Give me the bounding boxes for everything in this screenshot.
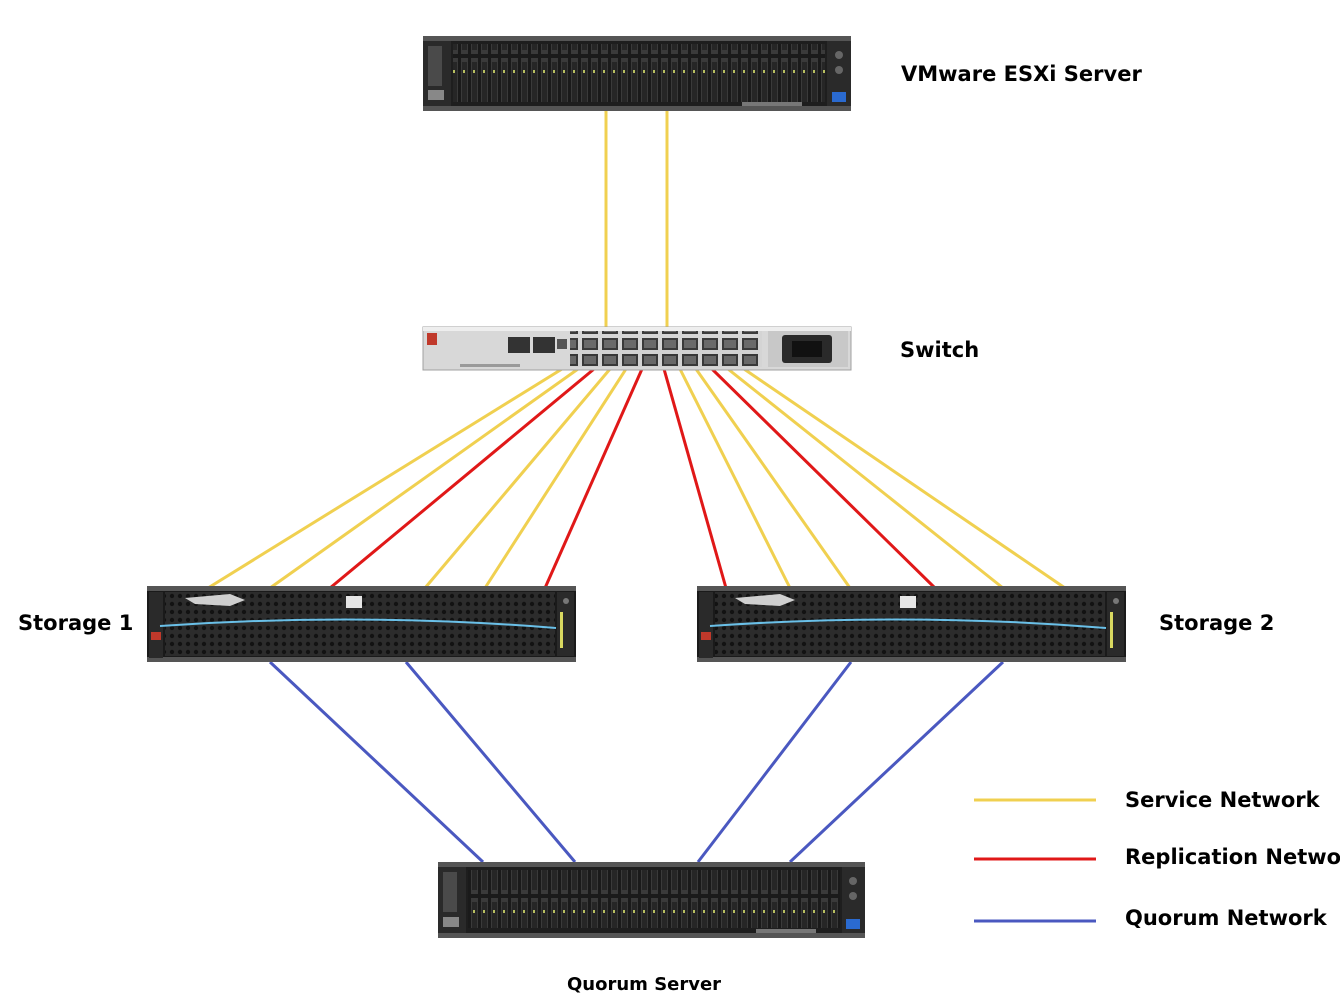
quorum-link [404,661,577,863]
replication-link [329,367,595,590]
service-link [423,368,612,589]
legend-item-quorum: Quorum Network [974,906,1328,930]
quorum-link [696,661,853,863]
esxi-switch-links [604,111,669,328]
service-link [269,367,579,590]
service-link [727,367,1004,590]
legend: Service Network Replication Network Quor… [974,788,1340,930]
quorum-server [438,862,865,938]
service-link [207,367,563,590]
quorum-link [268,660,485,864]
replication-link [543,368,644,589]
quorum-server-label: Quorum Server [567,974,721,995]
service-link [694,368,852,589]
service-link [483,368,628,589]
storage-2 [697,586,1126,662]
replication-link [710,367,937,590]
storage-1-label: Storage 1 [18,611,133,635]
quorum-link [788,660,1005,864]
service-link [743,367,1066,590]
legend-label-replication: Replication Network [1125,845,1340,869]
legend-item-service: Service Network [974,788,1321,812]
switch-storage1-links [207,367,644,590]
esxi-server [423,36,851,111]
switch [422,326,852,371]
connections [207,111,1066,864]
esxi-server-label: VMware ESXi Server [901,62,1142,86]
storage-2-label: Storage 2 [1159,611,1274,635]
switch-storage2-links [662,367,1066,590]
storage-1 [147,586,576,662]
legend-label-service: Service Network [1125,788,1321,812]
switch-label: Switch [900,338,979,362]
replication-link [662,368,728,589]
service-link [678,368,792,589]
legend-label-quorum: Quorum Network [1125,906,1328,930]
legend-item-replication: Replication Network [974,845,1340,869]
storage-quorum-links [268,660,1005,864]
